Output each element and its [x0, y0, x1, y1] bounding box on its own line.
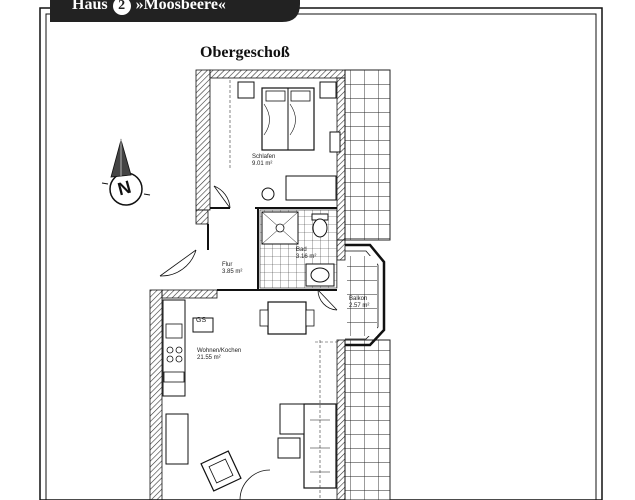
- floor-title: Obergeschoß: [200, 44, 290, 61]
- header-tab: [50, 0, 300, 22]
- room-name: Bad: [296, 247, 307, 253]
- slope-lines: [229, 80, 337, 500]
- double-bed: [237, 81, 337, 151]
- bedroom-chair: [261, 131, 341, 201]
- house-name: »Moosbeere«: [135, 0, 226, 13]
- house-number-badge: 2: [112, 0, 131, 15]
- room-label-wohnen: Wohnen/Kochen 21.55 m²: [197, 348, 241, 362]
- page-border: [39, 7, 603, 500]
- shower: [261, 211, 299, 245]
- wardrobe: [285, 175, 337, 201]
- armchair: [200, 450, 242, 492]
- room-area: 3.85 m²: [222, 269, 243, 275]
- kitchen-counter: [162, 299, 214, 397]
- room-area: 9.01 m²: [252, 161, 273, 167]
- room-label-schlafen: Schlafen 9.01 m²: [252, 154, 275, 168]
- toilet: [311, 213, 329, 238]
- walls: [149, 69, 346, 500]
- interior-walls: [207, 207, 337, 291]
- dining-table: [259, 301, 315, 335]
- balcony: [345, 243, 386, 347]
- room-area: 2.57 m²: [349, 303, 370, 309]
- house-label: Haus: [72, 0, 108, 13]
- house-header: Haus 2 »Moosbeere«: [72, 0, 226, 15]
- cabinet-label: GS: [196, 317, 207, 324]
- sideboard: [165, 413, 189, 465]
- room-label-balkon: Balkon 2.57 m²: [349, 296, 369, 310]
- room-label-bad: Bad 3.16 m²: [296, 247, 316, 261]
- compass-icon: [101, 138, 151, 206]
- room-name: Schlafen: [252, 154, 276, 160]
- room-area: 21.55 m²: [197, 355, 221, 361]
- room-label-flur: Flur 3.85 m²: [222, 262, 242, 276]
- room-name: Wohnen/Kochen: [197, 348, 242, 354]
- room-name: Balkon: [349, 296, 368, 302]
- sink: [305, 263, 335, 287]
- sofa: [277, 403, 337, 489]
- doors: [159, 185, 338, 500]
- room-name: Flur: [222, 262, 233, 268]
- room-area: 3.16 m²: [296, 254, 317, 260]
